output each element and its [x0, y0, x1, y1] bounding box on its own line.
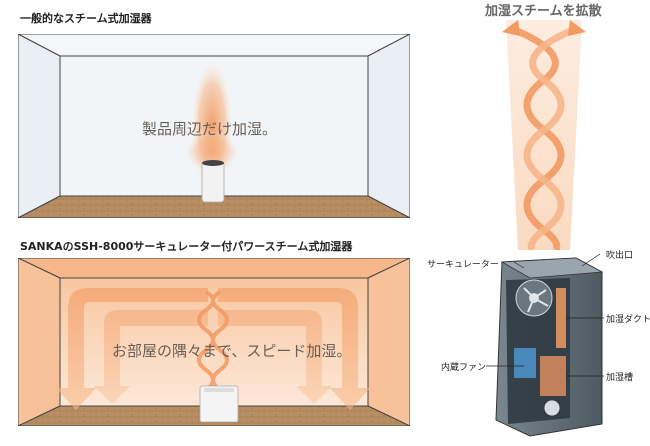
label-circulator: サーキュレーター — [427, 260, 499, 270]
sanka-humidifier-room — [18, 258, 410, 426]
bottom-panel-title: SANKAのSSH-8000サーキュレーター付パワースチーム式加湿器 — [20, 240, 353, 253]
spiral-steam — [197, 290, 229, 392]
label-tank: 加湿槽 — [606, 373, 634, 383]
diagram-title: 加湿スチームを拡散 — [485, 4, 602, 19]
standard-humidifier-room — [18, 34, 410, 218]
duct-highlight — [556, 288, 566, 348]
top-panel-caption: 製品周辺だけ加湿。 — [142, 120, 278, 138]
standard-humidifier — [201, 160, 225, 203]
bottom-panel-caption: お部屋の隅々まで、スピード加湿。 — [112, 342, 352, 360]
inner-fan-highlight — [514, 348, 536, 378]
steam-helix — [502, 20, 586, 250]
label-inner-fan: 内蔵ファン — [441, 363, 487, 373]
airflow-arrows — [56, 288, 370, 410]
label-duct: 加湿ダクト — [606, 315, 650, 325]
top-panel-title: 一般的なスチーム式加湿器 — [20, 12, 152, 25]
humidifier-cutaway — [486, 253, 604, 437]
sanka-humidifier — [199, 385, 239, 423]
label-outlet: 吹出口 — [606, 251, 634, 261]
